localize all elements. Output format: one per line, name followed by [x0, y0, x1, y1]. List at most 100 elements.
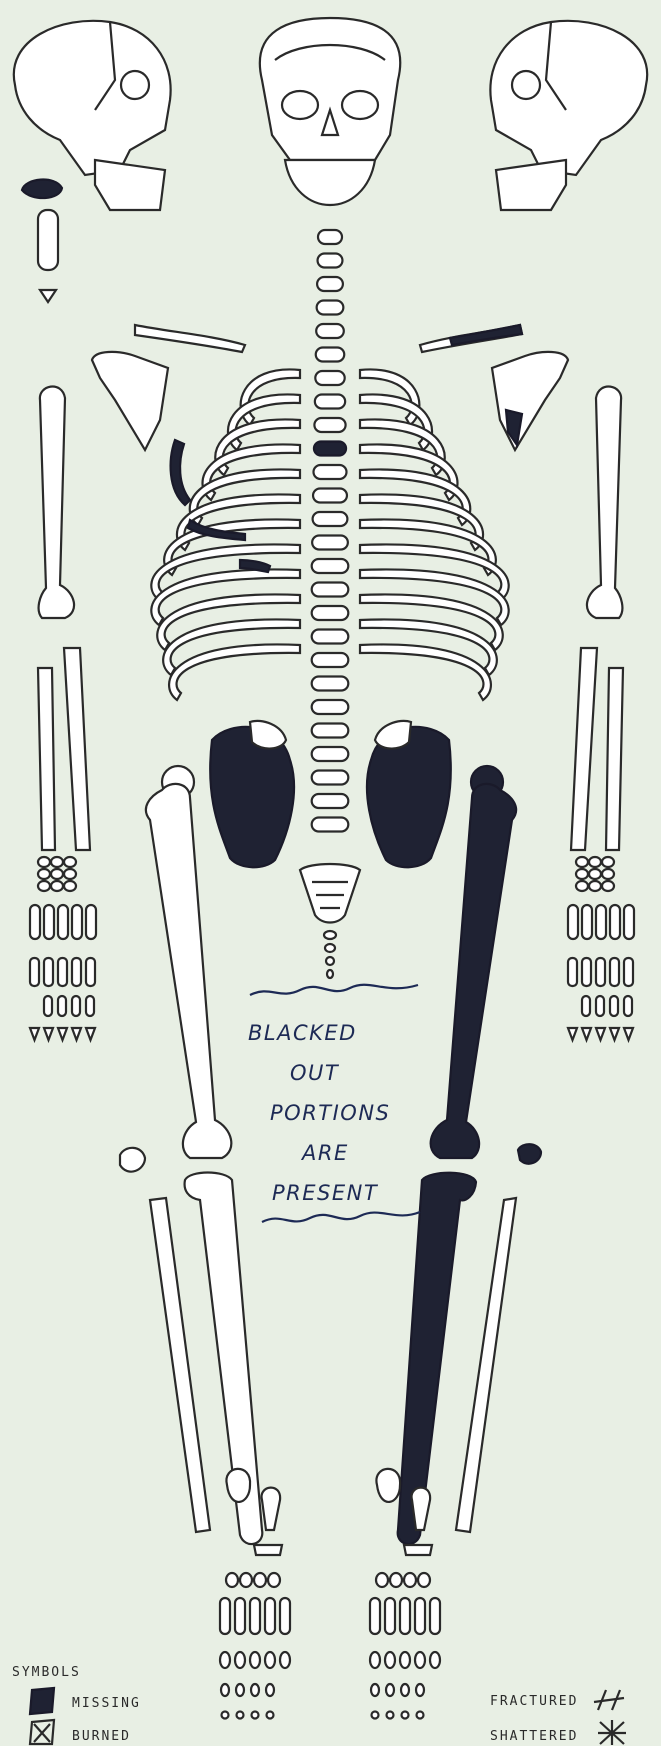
carpal	[576, 869, 588, 879]
vertebra	[312, 583, 349, 597]
phalanx	[624, 996, 632, 1016]
carpal	[64, 881, 76, 891]
vertebra	[312, 630, 349, 644]
forearm-left	[38, 648, 90, 850]
phalanx	[568, 958, 577, 986]
symbols-legend: SYMBOLS MISSING BURNED FRACTURED SHATTER…	[12, 1665, 626, 1745]
metatarsal	[280, 1598, 290, 1634]
tarsal	[240, 1573, 252, 1587]
vertebra	[317, 277, 343, 291]
metacarpal	[58, 905, 68, 939]
clavicle-left	[135, 325, 245, 352]
vertebra	[313, 512, 348, 526]
vertebra	[312, 724, 349, 738]
metacarpal	[44, 905, 54, 939]
metatarsal	[415, 1598, 425, 1634]
rib-fragment-present	[171, 440, 190, 505]
legend-burned: BURNED	[72, 1729, 131, 1744]
vertebra	[312, 606, 349, 620]
toe-tip	[237, 1712, 244, 1719]
fractured-symbol-icon	[594, 1690, 624, 1710]
vertebra	[318, 254, 343, 268]
metatarsal	[235, 1598, 245, 1634]
coccyx-segment	[324, 931, 336, 939]
distal-phalanx	[72, 1028, 81, 1040]
vertebra	[317, 301, 344, 315]
tarsal	[404, 1573, 416, 1587]
toe-phalanx	[265, 1652, 275, 1668]
metatarsal	[430, 1598, 440, 1634]
vertebra	[318, 230, 342, 244]
phalanx	[44, 996, 52, 1016]
vertebra	[314, 418, 345, 432]
phalanx	[610, 996, 618, 1016]
annotation-line-3: PORTIONS	[270, 1101, 390, 1125]
metacarpal	[568, 905, 578, 939]
toe-phalanx	[430, 1652, 440, 1668]
toe-phalanx	[250, 1652, 260, 1668]
scapula-left	[92, 352, 168, 450]
metacarpal	[596, 905, 606, 939]
toe-phalanx	[221, 1684, 229, 1696]
scapula-right	[492, 352, 568, 450]
distal-phalanx	[44, 1028, 53, 1040]
carpal	[602, 857, 614, 867]
carpal	[576, 881, 588, 891]
toe-phalanx	[220, 1652, 230, 1668]
annotation-line-1: BLACKED	[248, 1021, 357, 1045]
tarsal	[390, 1573, 402, 1587]
phalanx	[582, 958, 591, 986]
carpal	[38, 857, 50, 867]
phalanx	[596, 958, 605, 986]
phalanx	[86, 958, 95, 986]
ilium-left-present	[210, 721, 294, 867]
talus	[412, 1488, 431, 1530]
phalanx	[86, 996, 94, 1016]
coccyx-segment	[327, 970, 333, 978]
toe-phalanx	[266, 1684, 274, 1696]
phalanx	[58, 958, 67, 986]
vertebra	[312, 771, 349, 785]
vertebra	[315, 371, 344, 385]
metacarpal	[610, 905, 620, 939]
toe-phalanx	[400, 1652, 410, 1668]
tarsal	[254, 1573, 266, 1587]
legend-missing: MISSING	[72, 1696, 141, 1711]
vertebra	[314, 442, 346, 456]
forearm-right	[571, 648, 623, 850]
phalanx	[610, 958, 619, 986]
ilium-right-present	[367, 721, 451, 867]
toe-tip	[372, 1712, 379, 1719]
toe-phalanx	[371, 1684, 379, 1696]
carpal	[51, 881, 63, 891]
carpal	[589, 869, 601, 879]
vertebra	[312, 559, 349, 573]
vertebra	[312, 677, 349, 691]
vertebra	[314, 465, 347, 479]
hand-left	[30, 857, 96, 1040]
vertebra	[312, 747, 349, 761]
toe-tip	[417, 1712, 424, 1719]
vertebra	[312, 536, 348, 550]
toe-phalanx	[416, 1684, 424, 1696]
carpal	[38, 881, 50, 891]
metatarsal	[370, 1598, 380, 1634]
carpal	[64, 869, 76, 879]
legend-heading: SYMBOLS	[12, 1665, 81, 1680]
distal-phalanx	[582, 1028, 591, 1040]
distal-phalanx	[624, 1028, 633, 1040]
rib	[360, 644, 491, 700]
vertebra	[312, 700, 349, 714]
carpal	[51, 869, 63, 879]
carpal	[602, 881, 614, 891]
phalanx	[44, 958, 53, 986]
navicular	[404, 1545, 432, 1555]
clavicle-right-present	[420, 325, 522, 352]
toe-tip	[267, 1712, 274, 1719]
carpal	[38, 869, 50, 879]
hand-right	[568, 857, 634, 1040]
metatarsal	[220, 1598, 230, 1634]
toe-phalanx	[385, 1652, 395, 1668]
tarsal	[268, 1573, 280, 1587]
